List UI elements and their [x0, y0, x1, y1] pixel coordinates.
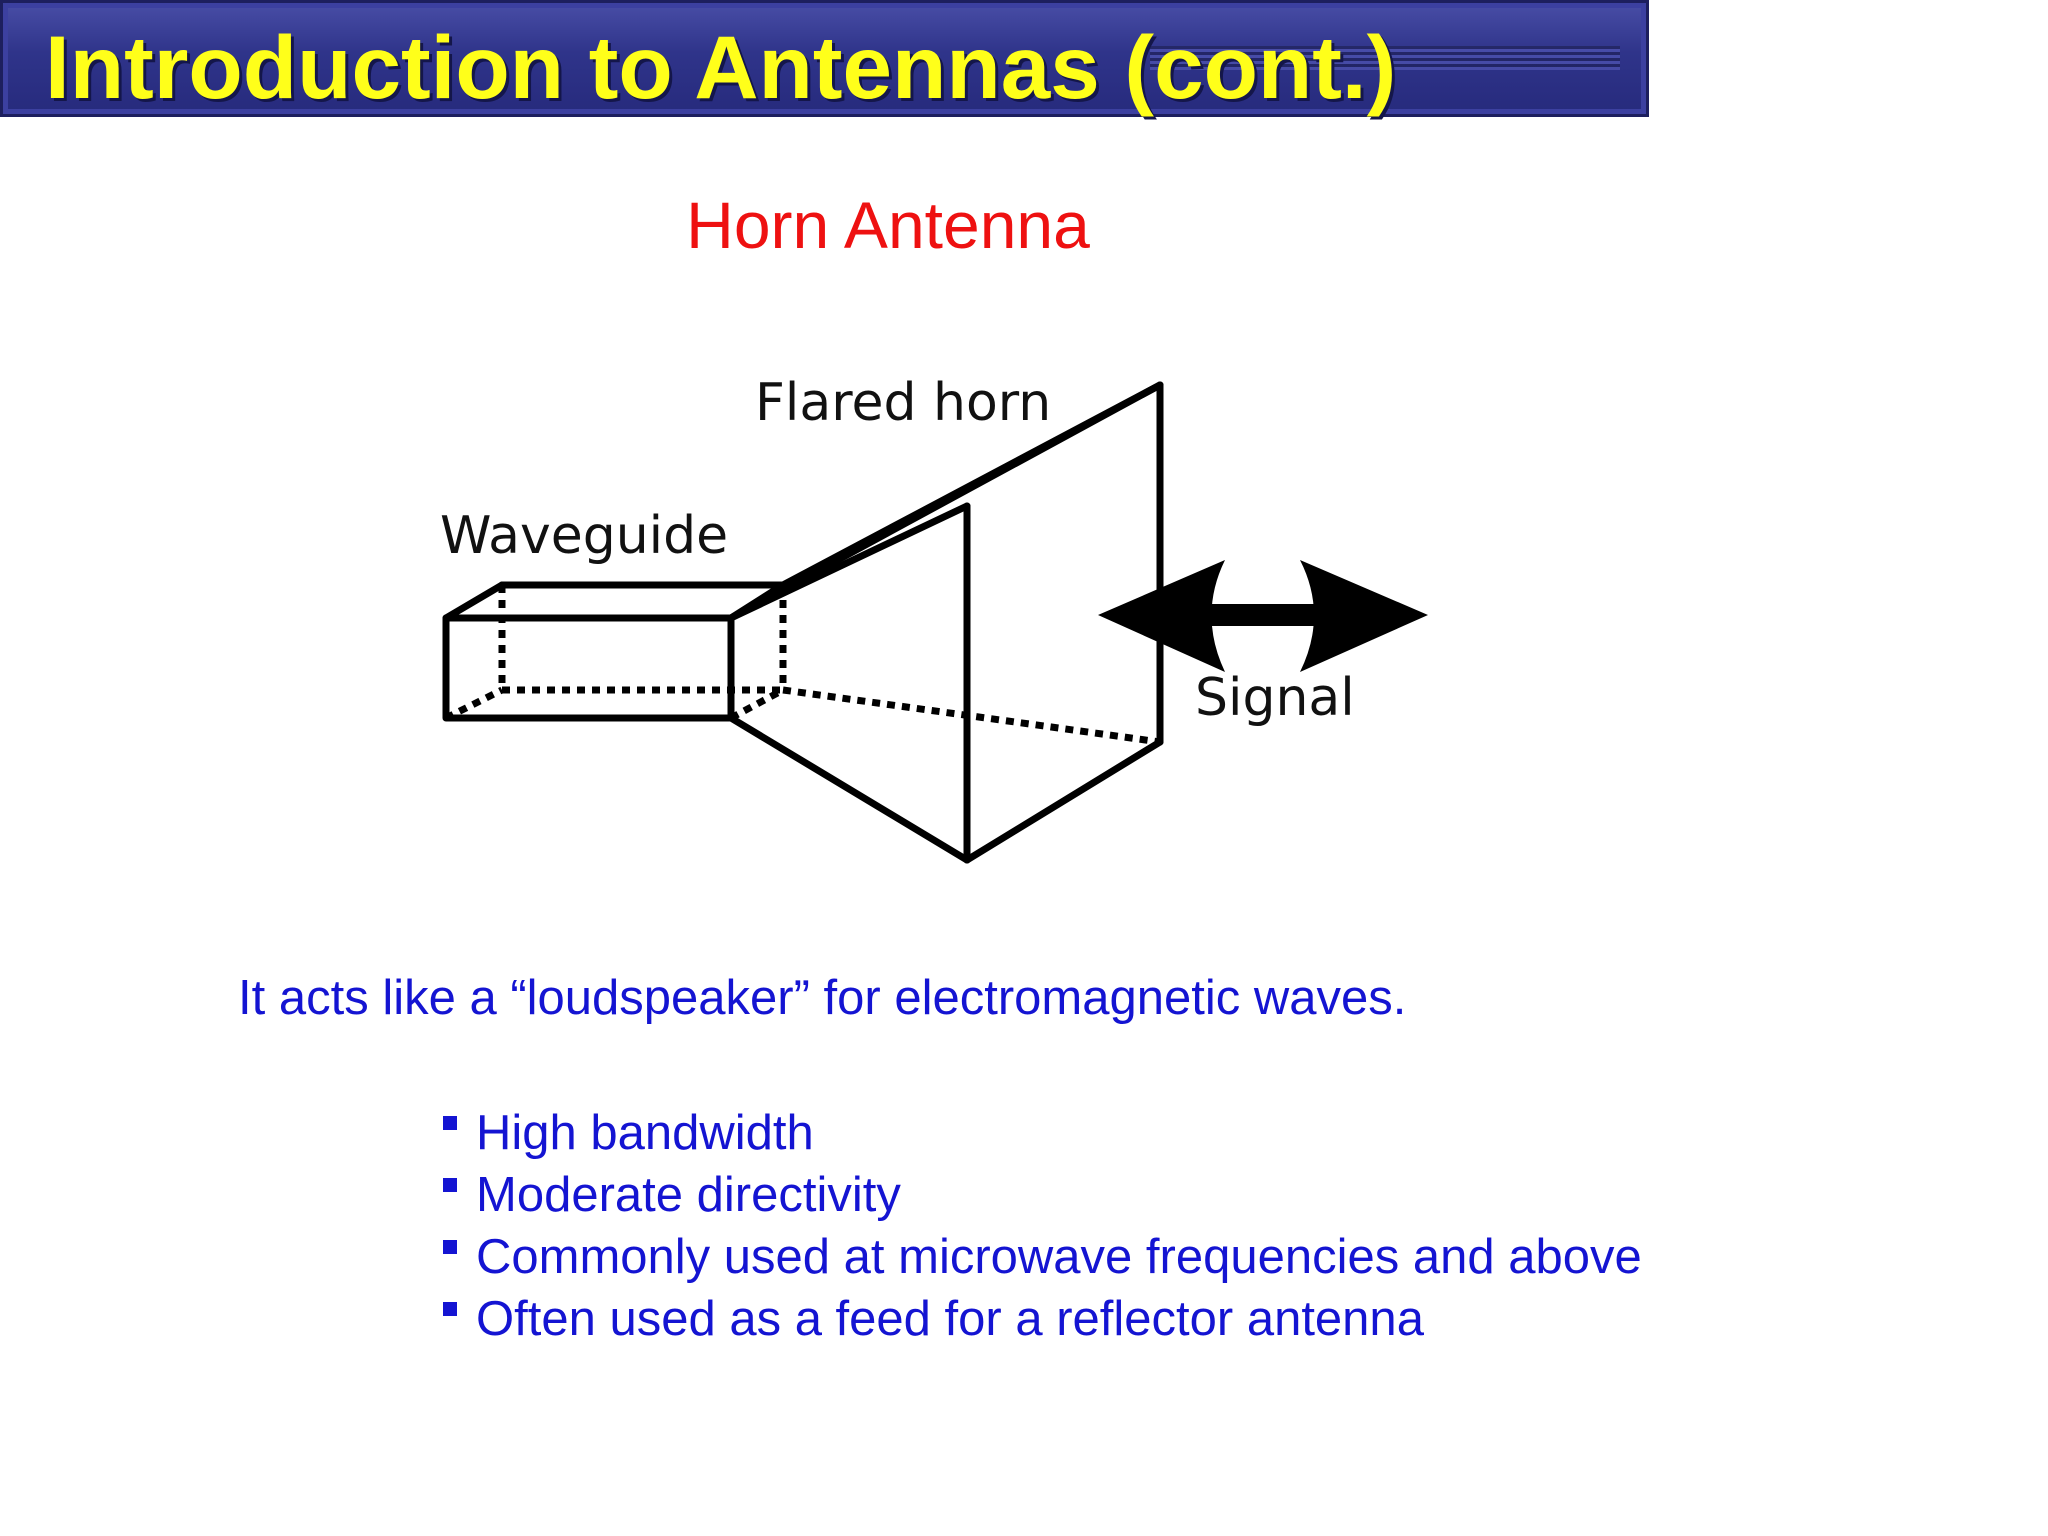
bullet-square-icon — [443, 1240, 457, 1254]
horn-mouth-bottom-edge — [963, 738, 1164, 864]
list-item: Moderate directivity — [440, 1164, 1642, 1226]
title-decoration — [1150, 46, 1620, 70]
waveguide-hidden-diagonal — [444, 686, 504, 722]
slide-subtitle: Horn Antenna — [686, 188, 1090, 262]
list-item: Often used as a feed for a reflector ant… — [440, 1288, 1642, 1350]
signal-arrow-icon — [1098, 560, 1428, 672]
list-item: High bandwidth — [440, 1102, 1642, 1164]
waveguide-front-face — [442, 614, 735, 722]
page-title: Introduction to Antennas (cont.) — [45, 17, 1397, 117]
lead-text: It acts like a “loudspeaker” for electro… — [238, 971, 1407, 1025]
list-item-text: Commonly used at microwave frequencies a… — [476, 1230, 1642, 1284]
list-item-text: High bandwidth — [476, 1106, 814, 1160]
horn-top-edge-2 — [727, 381, 1164, 622]
waveguide-hidden-diagonal-2 — [729, 686, 785, 722]
horn-front-top-edge — [727, 502, 971, 622]
horn-hidden-bottom — [782, 686, 1161, 746]
waveguide-top-left-edge — [442, 581, 506, 622]
bullet-square-icon — [443, 1302, 457, 1316]
title-bar: Introduction to Antennas (cont.) — [0, 0, 1649, 117]
horn-bottom-edge — [727, 714, 971, 864]
signal-label: Signal — [1195, 668, 1355, 728]
bullet-square-icon — [443, 1116, 457, 1130]
list-item-text: Often used as a feed for a reflector ant… — [476, 1292, 1424, 1346]
list-item-text: Moderate directivity — [476, 1168, 901, 1222]
list-item: Commonly used at microwave frequencies a… — [440, 1226, 1642, 1288]
waveguide-label: Waveguide — [440, 506, 728, 566]
bullet-square-icon — [443, 1178, 457, 1192]
flared-horn-label: Flared horn — [755, 373, 1051, 433]
feature-list: High bandwidth Moderate directivity Comm… — [440, 1102, 1642, 1350]
